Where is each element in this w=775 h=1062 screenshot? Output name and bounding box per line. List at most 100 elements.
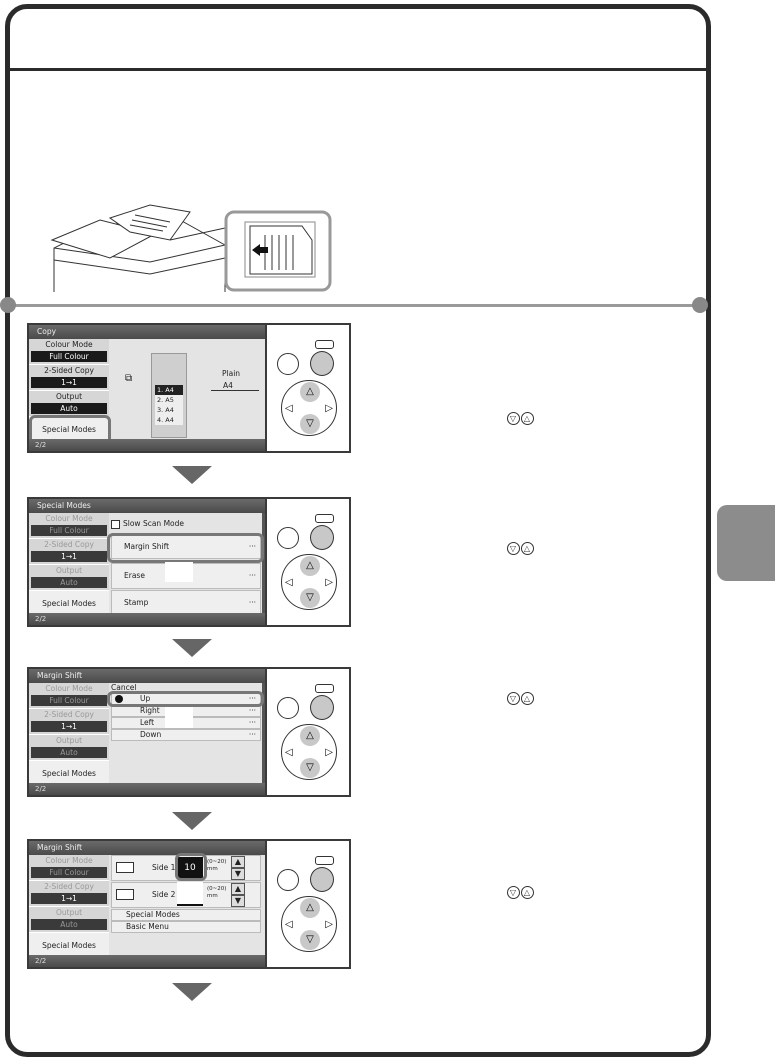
up-arrow-key[interactable]: △ bbox=[300, 556, 320, 576]
down-arrow-key[interactable]: ▽ bbox=[300, 758, 320, 778]
down-arrow-key[interactable]: ▽ bbox=[300, 930, 320, 950]
arrow-keys-icon: ▽△ bbox=[507, 542, 535, 555]
mask bbox=[177, 882, 203, 904]
page-margin-icon bbox=[116, 862, 134, 873]
direction-pad[interactable]: △ ▽ ◁ ▷ bbox=[281, 554, 337, 610]
left-arrow-key[interactable]: ◁ bbox=[285, 403, 293, 414]
margin-shift-item[interactable]: Margin Shift··· bbox=[111, 535, 261, 559]
more-icon: ··· bbox=[248, 542, 256, 551]
value: 1→1 bbox=[31, 721, 107, 732]
up-arrow-key[interactable]: △ bbox=[300, 898, 320, 918]
arrow-keys-icon: ▽△ bbox=[507, 692, 535, 705]
left-arrow-key[interactable]: ◁ bbox=[285, 919, 293, 930]
value: Auto bbox=[31, 403, 107, 414]
range-text: (0~20) bbox=[207, 859, 227, 865]
key-round-gray[interactable] bbox=[310, 525, 334, 550]
down-arrow-key[interactable]: ▽ bbox=[300, 414, 320, 434]
key-round[interactable] bbox=[277, 697, 299, 719]
right-arrow-key[interactable]: ▷ bbox=[325, 747, 333, 758]
page-indicator: 2/2 bbox=[29, 439, 265, 451]
label: 2-Sided Copy bbox=[44, 882, 94, 891]
direction-pad[interactable]: △ ▽ ◁ ▷ bbox=[281, 380, 337, 436]
decrease-button[interactable]: ▼ bbox=[231, 895, 245, 907]
tray-3[interactable]: 3. A4 bbox=[155, 405, 183, 415]
stamp-item[interactable]: Stamp ··· bbox=[111, 590, 261, 616]
label: Colour Mode bbox=[45, 340, 93, 349]
up-arrow-key[interactable]: △ bbox=[300, 726, 320, 746]
checkbox-label: Slow Scan Mode bbox=[123, 519, 185, 528]
right-arrow-key[interactable]: ▷ bbox=[325, 403, 333, 414]
key[interactable] bbox=[315, 514, 334, 523]
tray-1[interactable]: 1. A4 bbox=[157, 386, 174, 394]
key[interactable] bbox=[315, 856, 334, 865]
down-key-icon: ▽ bbox=[507, 542, 520, 555]
key-round-gray[interactable] bbox=[310, 867, 334, 892]
chapter-tab[interactable] bbox=[717, 505, 775, 581]
direction-pad[interactable]: △ ▽ ◁ ▷ bbox=[281, 724, 337, 780]
two-sided-copy-button[interactable]: 2-Sided Copy 1→1 bbox=[29, 709, 109, 735]
arrow-keys-icon: ▽△ bbox=[507, 886, 535, 899]
key-round[interactable] bbox=[277, 869, 299, 891]
button-label: Basic Menu bbox=[126, 922, 169, 931]
more-icon: ··· bbox=[248, 706, 256, 715]
tray-list[interactable]: 1. A4 2. A5 3. A4 4. A4 bbox=[155, 385, 183, 425]
key-round-gray[interactable] bbox=[310, 351, 334, 376]
divider-dot-left bbox=[0, 297, 16, 313]
option-down[interactable]: Down··· bbox=[111, 729, 261, 741]
special-modes-button[interactable]: Special Modes bbox=[29, 933, 109, 959]
down-arrow-key[interactable]: ▽ bbox=[300, 588, 320, 608]
scrollbar[interactable] bbox=[262, 683, 265, 787]
key-round-gray[interactable] bbox=[310, 695, 334, 720]
special-modes-button[interactable]: Special Modes bbox=[29, 761, 109, 787]
key-round[interactable] bbox=[277, 353, 299, 375]
tray-2[interactable]: 2. A5 bbox=[155, 395, 183, 405]
control-panel: △ ▽ ◁ ▷ bbox=[267, 839, 351, 969]
label: 2-Sided Copy bbox=[44, 710, 94, 719]
special-modes-button[interactable]: Special Modes bbox=[29, 417, 109, 443]
key[interactable] bbox=[315, 340, 334, 349]
more-icon: ··· bbox=[248, 718, 256, 727]
up-key-icon: △ bbox=[521, 886, 534, 899]
right-arrow-key[interactable]: ▷ bbox=[325, 919, 333, 930]
direction-pad[interactable]: △ ▽ ◁ ▷ bbox=[281, 896, 337, 952]
key-round[interactable] bbox=[277, 527, 299, 549]
side-1-value-field[interactable]: 10 bbox=[177, 857, 203, 879]
cancel-button[interactable]: Cancel bbox=[111, 683, 137, 692]
left-arrow-key[interactable]: ◁ bbox=[285, 747, 293, 758]
slow-scan-mode-checkbox[interactable]: Slow Scan Mode bbox=[111, 517, 261, 531]
special-modes-button[interactable]: Special Modes bbox=[29, 591, 109, 617]
basic-menu-button[interactable]: Basic Menu bbox=[111, 921, 261, 933]
more-icon: ··· bbox=[248, 598, 256, 607]
side-1-range: (0~20)mm bbox=[207, 859, 226, 873]
item-label: Stamp bbox=[124, 598, 149, 607]
highlight-outline bbox=[107, 533, 264, 563]
mask bbox=[165, 562, 193, 582]
label: 2-Sided Copy bbox=[44, 366, 94, 375]
tray-4[interactable]: 4. A4 bbox=[155, 415, 183, 425]
right-arrow-key[interactable]: ▷ bbox=[325, 577, 333, 588]
left-arrow-key[interactable]: ◁ bbox=[285, 577, 293, 588]
decrease-button[interactable]: ▼ bbox=[231, 868, 245, 880]
copier-document-feeder-illustration bbox=[50, 204, 332, 292]
increase-button[interactable]: ▲ bbox=[231, 856, 245, 868]
up-arrow-key[interactable]: △ bbox=[300, 382, 320, 402]
special-modes-back-button[interactable]: Special Modes bbox=[111, 909, 261, 921]
item-label: Erase bbox=[124, 571, 145, 580]
key[interactable] bbox=[315, 684, 334, 693]
increase-button[interactable]: ▲ bbox=[231, 883, 245, 895]
screen-title: Margin Shift bbox=[29, 841, 265, 855]
scrollbar[interactable] bbox=[262, 513, 265, 617]
